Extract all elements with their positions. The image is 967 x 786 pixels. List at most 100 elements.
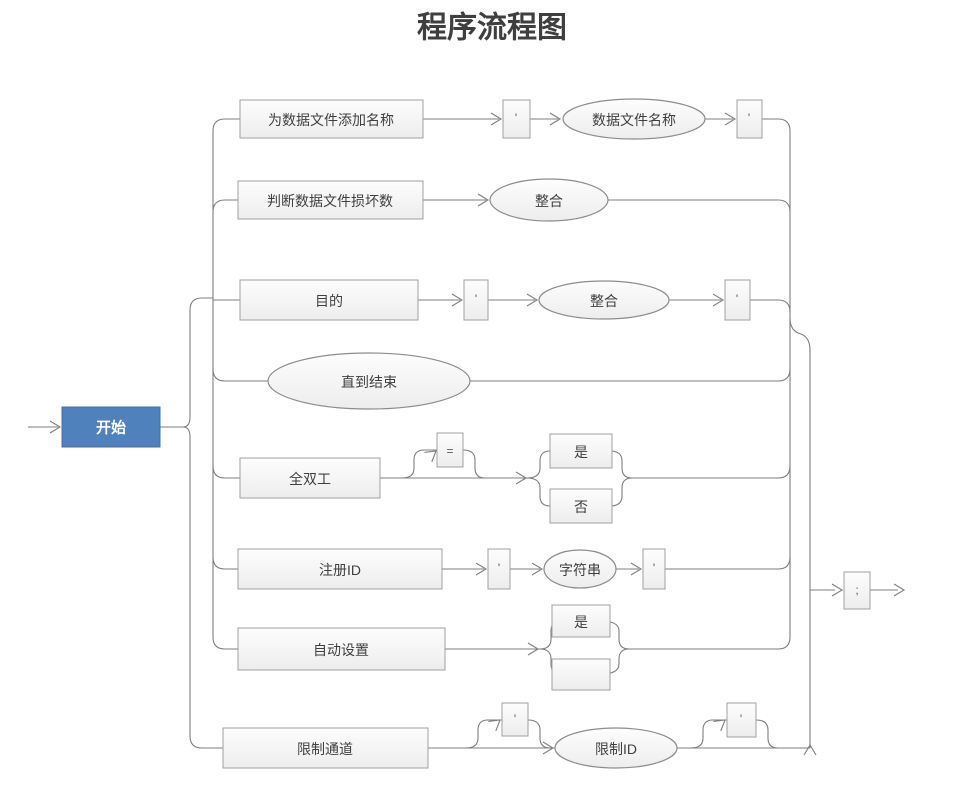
row5-equals-node: = <box>436 432 464 468</box>
arrowheads <box>49 112 906 756</box>
row7-branch-yes-node: 是 <box>551 604 611 638</box>
arrowhead-icon <box>549 112 562 126</box>
row8-process-shape <box>222 727 429 769</box>
connectors <box>28 118 898 749</box>
row3-close-quote-label: ' <box>736 292 738 306</box>
row1-data-shape <box>562 98 706 140</box>
arrowhead-icon <box>724 112 737 126</box>
row5-equals-shape <box>436 432 464 468</box>
row8-data-shape <box>554 727 678 769</box>
start-node: 开始 <box>61 406 161 448</box>
row7-process-label: 自动设置 <box>313 642 369 658</box>
row3-data-ellipse: 整合 <box>538 280 670 320</box>
row5-connector <box>380 449 791 507</box>
arrowhead-icon <box>451 293 464 307</box>
arrowhead-icon <box>477 193 490 207</box>
row7-branch-yes-label: 是 <box>574 614 588 630</box>
row6-process-node: 注册ID <box>237 548 443 590</box>
terminal-label: ; <box>855 583 858 597</box>
left-collector <box>212 118 268 650</box>
row3-open-quote-label: ' <box>475 292 477 306</box>
row1-process-node: 为数据文件添加名称 <box>239 99 424 139</box>
arrowhead-icon <box>630 562 643 576</box>
row1-close-quote-node: ' <box>736 99 763 139</box>
arrowhead-icon <box>713 719 726 732</box>
row5-branch-no-shape <box>549 488 613 524</box>
row2-data-label: 整合 <box>535 193 563 209</box>
row4-data-shape <box>267 352 471 410</box>
row8-close-quote-node: ' <box>726 702 757 738</box>
row7-branch-yes-shape <box>551 604 611 638</box>
arrowhead-icon <box>515 471 528 485</box>
row8-open-quote-node: ' <box>501 702 529 737</box>
row1-open-quote-label: ' <box>515 111 517 125</box>
row1-connector <box>423 118 791 132</box>
arrowhead-icon <box>712 293 725 307</box>
row6-close-quote-node: ' <box>642 548 666 590</box>
row3-close-quote-shape <box>724 279 751 321</box>
row1-process-shape <box>239 99 424 139</box>
row6-open-quote-shape <box>487 548 511 590</box>
terminal-shape <box>843 571 871 610</box>
row1-process-label: 为数据文件添加名称 <box>268 112 394 128</box>
arrowhead-icon <box>542 741 555 755</box>
row8-process-label: 限制通道 <box>297 741 353 757</box>
arrowhead-icon <box>526 293 539 307</box>
row5-process-shape <box>239 457 381 499</box>
start-node-shape <box>61 406 161 448</box>
arrowhead-icon <box>527 642 540 656</box>
arrowhead-icon <box>49 420 62 434</box>
row7-branch-empty-shape <box>551 658 611 691</box>
row7-process-shape <box>237 627 446 671</box>
row1-data-label: 数据文件名称 <box>592 112 676 128</box>
row8-open-quote-shape <box>501 702 529 737</box>
row3-open-quote-shape <box>463 279 489 321</box>
row6-data-label: 字符串 <box>559 562 601 578</box>
row1-close-quote-shape <box>736 99 763 139</box>
row5-branch-yes-label: 是 <box>574 444 588 460</box>
row7-connector <box>445 620 791 675</box>
start-node-label: 开始 <box>96 419 126 437</box>
row1-data-ellipse: 数据文件名称 <box>562 98 706 140</box>
row3-open-quote-node: ' <box>463 279 489 321</box>
row2-process-label: 判断数据文件损坏数 <box>267 193 393 209</box>
row2-process-shape <box>237 180 424 220</box>
row6-process-label: 注册ID <box>319 562 361 578</box>
row5-branch-no-node: 否 <box>549 488 613 524</box>
row8-process-node: 限制通道 <box>222 727 429 769</box>
arrowhead-icon <box>488 719 501 732</box>
row8-data-label: 限制ID <box>595 741 637 757</box>
row5-branch-no-label: 否 <box>574 499 588 515</box>
terminal-node: ; <box>843 571 871 610</box>
row5-process-node: 全双工 <box>239 457 381 499</box>
row6-open-quote-label: ' <box>498 561 500 575</box>
row3-process-label: 目的 <box>315 293 343 309</box>
arrowhead-icon <box>475 562 488 576</box>
row2-data-ellipse: 整合 <box>489 178 609 222</box>
row3-data-shape <box>538 280 670 320</box>
row6-process-shape <box>237 548 443 590</box>
row4-connector <box>470 368 791 382</box>
row6-open-quote-node: ' <box>487 548 511 590</box>
right-collector-2 <box>789 317 811 748</box>
row6-close-quote-label: ' <box>653 561 655 575</box>
start-fork-connector <box>160 297 223 749</box>
row3-process-shape <box>239 279 419 321</box>
diagram-title: 程序流程图 <box>417 11 567 45</box>
row5-process-label: 全双工 <box>289 471 331 487</box>
arrowhead-icon <box>831 583 844 597</box>
row6-close-quote-shape <box>642 548 666 590</box>
nodes: 开始 为数据文件添加名称 ' 数据文件名称 ' 判断数据文件损坏数 整合 <box>61 98 871 769</box>
row8-close-quote-shape <box>726 702 757 738</box>
row3-connector <box>418 299 791 313</box>
row8-close-quote-label: ' <box>740 712 742 726</box>
row3-data-label: 整合 <box>590 293 618 309</box>
arrowhead-icon <box>803 743 817 756</box>
row7-branch-empty-node <box>551 658 611 691</box>
row8-open-quote-label: ' <box>514 712 516 726</box>
row7-process-node: 自动设置 <box>237 627 446 671</box>
row1-open-quote-shape <box>502 99 531 139</box>
row1-open-quote-node: ' <box>502 99 531 139</box>
